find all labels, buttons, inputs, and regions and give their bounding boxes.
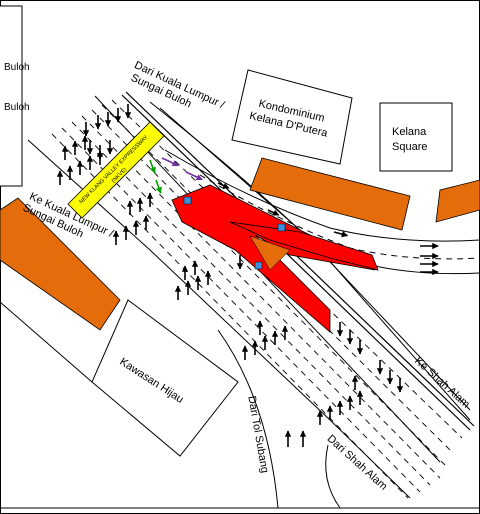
building-kelana-orange	[435, 179, 480, 223]
dari-shah-alam-label: Dari Shah Alam	[325, 433, 390, 493]
left-top-building: Buloh Buloh	[0, 5, 30, 187]
orange-buildings	[0, 157, 480, 331]
dari-tol-subang-label: Dari Tol Subang	[245, 395, 270, 474]
purple-arrow	[185, 171, 203, 181]
building-kondo-orange	[249, 157, 411, 231]
nkve-label-1: NEW KLANG VALLEY EXPRESSWAY	[78, 134, 149, 205]
purple-arrow	[161, 157, 179, 167]
arrow-right	[333, 231, 349, 238]
kondominium-building: Kondominium Kelana D'Putera	[231, 69, 353, 165]
kawasan-hijau-area: Kawasan Hijau	[0, 299, 239, 457]
kelana-label-2: Square	[392, 141, 427, 153]
blue-markers	[183, 196, 286, 270]
svg-text:Dari Shah Alam: Dari Shah Alam	[325, 433, 390, 493]
green-arrow	[149, 159, 156, 174]
building-left-orange	[0, 197, 121, 331]
svg-text:Dari Tol Subang: Dari Tol Subang	[245, 395, 270, 474]
arrow-right	[217, 182, 230, 189]
marker-2	[277, 223, 286, 232]
marker-3	[254, 261, 263, 270]
left-top-label-2: Buloh	[4, 102, 30, 113]
kelana-label-1: Kelana	[392, 126, 427, 138]
green-arrow	[155, 179, 162, 194]
left-top-label-1: Buloh	[4, 62, 30, 73]
arrow-right	[267, 209, 280, 216]
kelana-square-building: Kelana Square	[379, 102, 453, 172]
works-zone	[171, 184, 379, 333]
marker-1	[183, 196, 192, 205]
subang-ramps	[217, 329, 341, 509]
traffic-arrows	[56, 104, 439, 447]
main-highway	[27, 91, 475, 499]
